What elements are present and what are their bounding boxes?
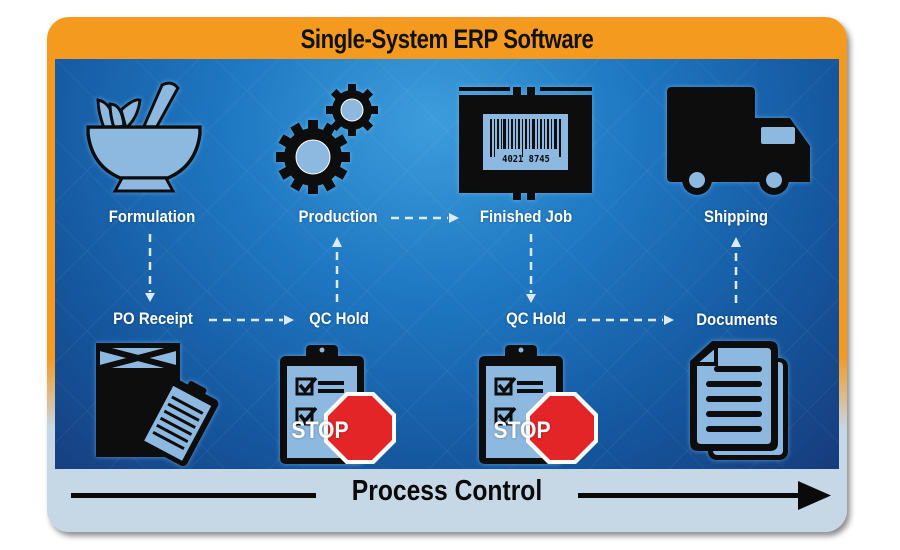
step-label-documents: Documents: [696, 310, 778, 329]
stop-sign-text: STOP: [291, 417, 349, 444]
arrowhead-down-icon: [145, 293, 155, 302]
stop-sign-icon: [526, 392, 598, 464]
arrowhead-right-icon: [284, 315, 294, 325]
arrowhead-right-icon: [449, 213, 459, 223]
stop-sign-text: STOP: [493, 417, 551, 444]
footer-bar: Process Control: [55, 469, 839, 527]
barcode-bars: [490, 119, 561, 157]
arrowhead-right-icon: [664, 315, 674, 325]
gears-icon: [276, 84, 378, 194]
arrow-line-left: [71, 493, 316, 498]
step-label-qc-hold-1: QC Hold: [309, 309, 369, 328]
step-label-production: Production: [298, 207, 378, 226]
barcode-label-icon: [459, 87, 592, 200]
arrowhead-down-icon: [526, 294, 536, 303]
arrowhead-up-icon: [332, 237, 342, 247]
process-arrow: [71, 481, 831, 510]
delivery-truck-icon: [667, 87, 810, 195]
step-label-finished-job: Finished Job: [479, 207, 573, 226]
step-label-qc-hold-2: QC Hold: [506, 309, 566, 328]
header-title: Single-System ERP Software: [300, 24, 594, 54]
documents-icon: [690, 341, 788, 460]
barcode-digits-left: 4021: [502, 154, 524, 165]
arrowhead-up-icon: [731, 237, 741, 247]
step-label-shipping: Shipping: [704, 207, 768, 226]
mortar-pestle-icon: [86, 81, 202, 193]
step-label-po-receipt: PO Receipt: [113, 309, 193, 328]
arrow-line-right: [578, 493, 800, 498]
box-clipboard-icon: [96, 343, 219, 467]
arrow-head-icon: [798, 481, 831, 510]
stop-sign-icon: [324, 392, 396, 464]
step-label-formulation: Formulation: [108, 207, 196, 226]
barcode-digits-right: 8745: [528, 154, 550, 165]
footer-title: Process Control: [351, 475, 543, 507]
barcode-digits: 4021 8745: [491, 154, 561, 165]
